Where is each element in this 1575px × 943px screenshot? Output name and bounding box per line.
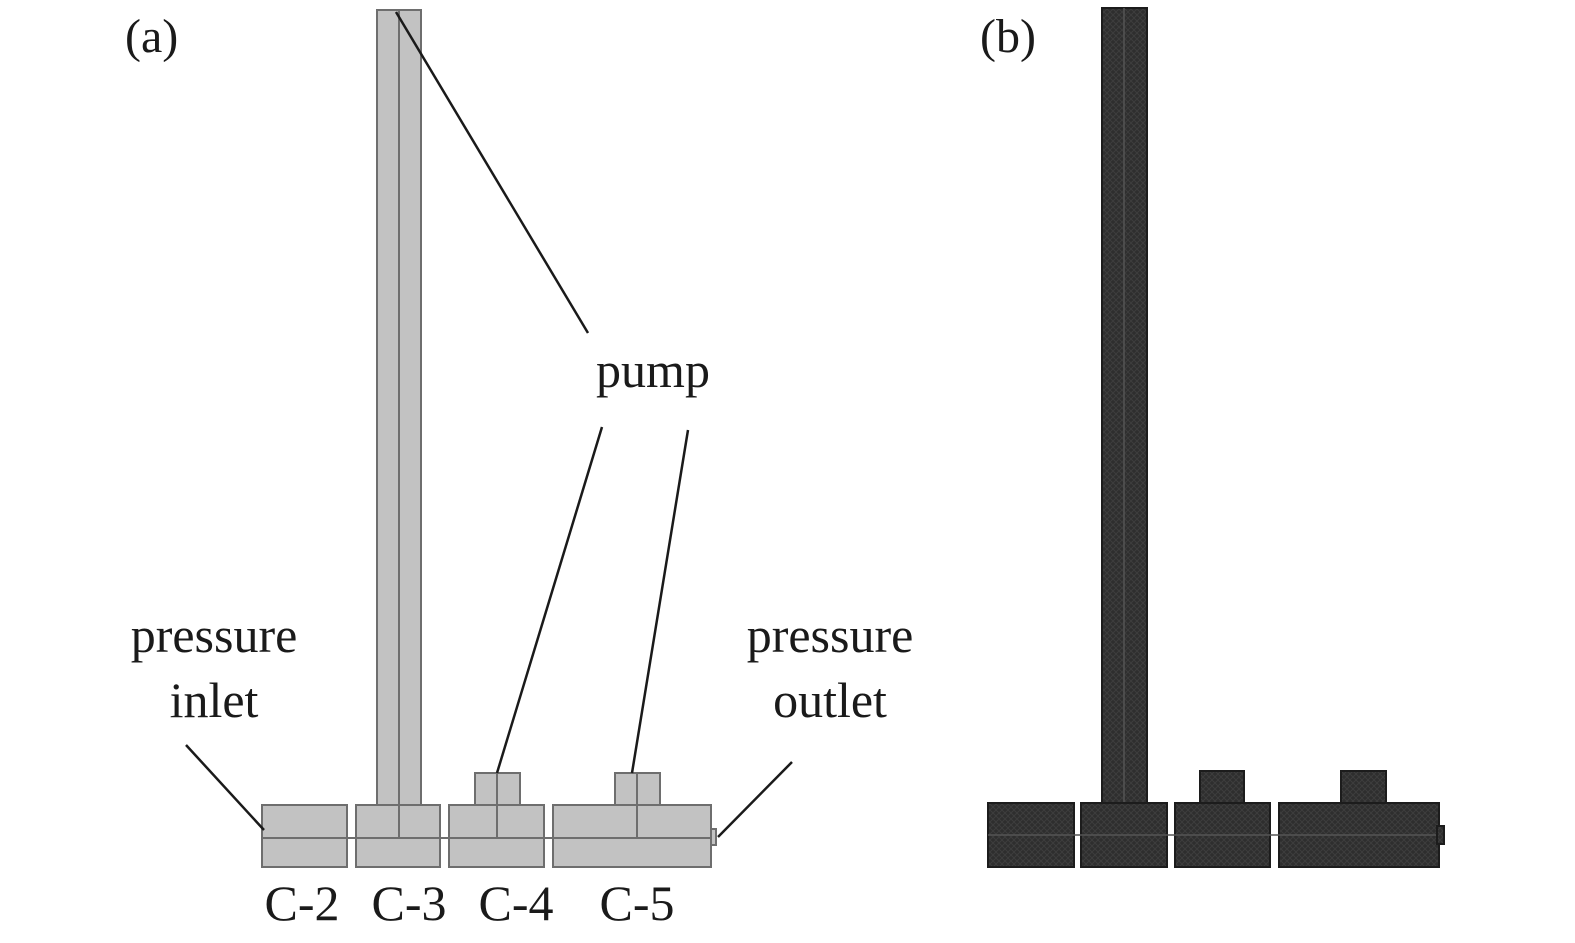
column-c2-base bbox=[261, 804, 348, 868]
inlet-label-line2: inlet bbox=[170, 672, 259, 728]
column-c5-base bbox=[552, 804, 712, 868]
mesh-c4 bbox=[1174, 770, 1271, 868]
mesh-pump-c4 bbox=[1199, 770, 1245, 807]
column-label-c5: C-5 bbox=[600, 875, 675, 931]
outlet-stub bbox=[710, 828, 717, 846]
mesh-c5 bbox=[1278, 770, 1440, 868]
panel-a: (a) pump p bbox=[125, 9, 914, 931]
inlet-label-line1: pressure bbox=[131, 607, 298, 663]
mesh-c3 bbox=[1080, 7, 1168, 868]
column-label-c3: C-3 bbox=[372, 875, 447, 931]
outlet-label-line2: outlet bbox=[773, 672, 887, 728]
pump-label: pump bbox=[596, 342, 710, 398]
column-c4-geometry bbox=[448, 772, 545, 868]
column-c5-geometry bbox=[552, 772, 712, 868]
mesh-pump-c5 bbox=[1340, 770, 1387, 807]
outlet-label-line1: pressure bbox=[747, 607, 914, 663]
column-label-c4: C-4 bbox=[479, 875, 554, 931]
outlet-leader bbox=[717, 761, 793, 838]
column-c3-geometry bbox=[355, 9, 441, 868]
panel-a-label: (a) bbox=[125, 10, 178, 63]
panel-b-label: (b) bbox=[980, 10, 1036, 63]
panel-b: (b) bbox=[980, 7, 1445, 868]
pump-leader-c5 bbox=[630, 429, 690, 774]
inlet-leader bbox=[185, 744, 265, 831]
pump-leader-c4 bbox=[495, 426, 604, 774]
pump-leader-c3 bbox=[394, 11, 590, 334]
column-label-c2: C-2 bbox=[265, 875, 340, 931]
mesh-outlet-stub bbox=[1436, 825, 1445, 845]
